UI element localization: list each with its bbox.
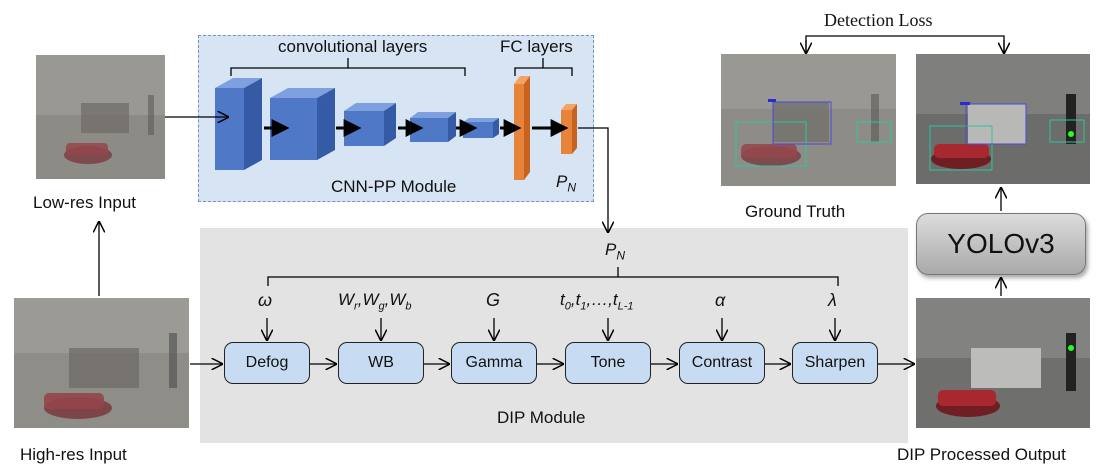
param-lambda: λ bbox=[828, 290, 837, 310]
low-res-input-image bbox=[36, 55, 165, 179]
dip-processed-output-label: DIP Processed Output bbox=[897, 445, 1066, 464]
tone-filter: Tone bbox=[565, 342, 651, 384]
gamma-filter: Gamma bbox=[451, 342, 537, 384]
dip-module-label: DIP Module bbox=[497, 408, 586, 427]
contrast-filter: Contrast bbox=[679, 342, 765, 384]
pn-label-dip: PN bbox=[605, 240, 626, 263]
wb-filter: WB bbox=[338, 342, 424, 384]
ground-truth-label: Ground Truth bbox=[745, 202, 846, 221]
high-res-input-image bbox=[14, 298, 189, 428]
param-wb: Wr,Wg,Wb bbox=[338, 290, 412, 313]
fc-layers-label: FC layers bbox=[500, 37, 573, 56]
param-gamma: G bbox=[486, 290, 501, 310]
cnn-pp-module-label: CNN-PP Module bbox=[331, 177, 457, 196]
ground-truth-image bbox=[721, 54, 896, 186]
high-res-input-label: High-res Input bbox=[20, 445, 127, 464]
param-tone: t0,t1,…,tL-1 bbox=[560, 290, 634, 313]
pn-label-cnn: PN bbox=[556, 172, 577, 195]
low-res-input-label: Low-res Input bbox=[33, 193, 136, 212]
dip-module-box bbox=[200, 228, 908, 443]
detection-loss-label: Detection Loss bbox=[824, 10, 933, 30]
dip-processed-output-image bbox=[916, 298, 1090, 428]
sharpen-filter: Sharpen bbox=[792, 342, 878, 384]
param-alpha: α bbox=[715, 290, 726, 310]
yolov3-box: YOLOv3 bbox=[916, 213, 1086, 275]
convolutional-layers-label: convolutional layers bbox=[278, 37, 428, 56]
param-omega: ω bbox=[258, 290, 273, 310]
detection-output-image bbox=[916, 54, 1090, 184]
defog-filter: Defog bbox=[224, 342, 310, 384]
